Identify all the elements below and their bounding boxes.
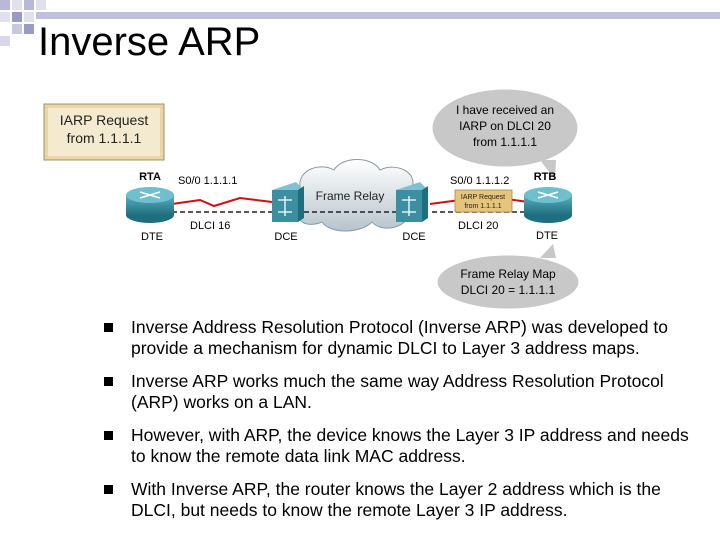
switch-right-icon: [396, 182, 428, 222]
received-line-1: I have received an: [456, 103, 554, 117]
map-line-2: DLCI 20 = 1.1.1.1: [461, 283, 556, 297]
rta-dlci: DLCI 16: [190, 220, 230, 232]
bullet-square-icon: [104, 485, 113, 494]
received-line-3: from 1.1.1.1: [473, 135, 537, 149]
bullet-item: Inverse Address Resolution Protocol (Inv…: [104, 317, 704, 359]
iarp-request-line-1: IARP Request: [60, 112, 149, 128]
switch-right-role: DCE: [402, 231, 425, 243]
serial-link-left: [171, 196, 273, 208]
bullet-item: With Inverse ARP, the router knows the L…: [104, 479, 704, 521]
packet-line-1: IARP Request: [461, 194, 505, 201]
router-rta-icon: [126, 187, 174, 223]
iarp-packet: IARP Request from 1.1.1.1: [454, 189, 513, 213]
iarp-request-line-2: from 1.1.1.1: [67, 130, 142, 146]
bullet-list: Inverse Address Resolution Protocol (Inv…: [104, 317, 704, 533]
rtb-dlci: DLCI 20: [458, 220, 498, 232]
bullet-square-icon: [104, 431, 113, 440]
map-line-1: Frame Relay Map: [460, 267, 556, 281]
rta-name: RTA: [139, 171, 161, 183]
bullet-item: Inverse ARP works much the same way Addr…: [104, 371, 704, 413]
rta-role: DTE: [141, 231, 163, 243]
bullet-text: Inverse ARP works much the same way Addr…: [131, 371, 664, 412]
bullet-text: However, with ARP, the device knows the …: [131, 425, 689, 466]
rtb-role: DTE: [536, 230, 558, 242]
router-rtb-icon: [524, 187, 572, 223]
bullet-text: With Inverse ARP, the router knows the L…: [131, 479, 661, 520]
received-callout-bubble: I have received an IARP on DLCI 20 from …: [429, 86, 581, 180]
decorative-squares: [0, 0, 720, 46]
frame-relay-map-bubble: Frame Relay Map DLCI 20 = 1.1.1.1: [434, 244, 582, 312]
iarp-request-box: IARP Request from 1.1.1.1: [43, 103, 165, 161]
rta-interface: S0/0 1.1.1.1: [178, 175, 237, 187]
slide-title: Inverse ARP: [38, 20, 261, 64]
bullet-text: Inverse Address Resolution Protocol (Inv…: [131, 317, 668, 358]
packet-line-2: from 1.1.1.1: [464, 203, 501, 210]
frame-relay-diagram: IARP Request from 1.1.1.1 I have receive…: [43, 86, 582, 312]
bullet-square-icon: [104, 377, 113, 386]
frame-relay-cloud: Frame Relay: [287, 159, 424, 232]
switch-left-role: DCE: [274, 231, 297, 243]
switch-left-icon: [272, 182, 304, 222]
bullet-square-icon: [104, 323, 113, 332]
rtb-name: RTB: [534, 171, 557, 183]
received-line-2: IARP on DLCI 20: [459, 119, 551, 133]
cloud-label: Frame Relay: [316, 189, 385, 203]
bullet-item: However, with ARP, the device knows the …: [104, 425, 704, 467]
rtb-interface: S0/0 1.1.1.2: [450, 175, 509, 187]
